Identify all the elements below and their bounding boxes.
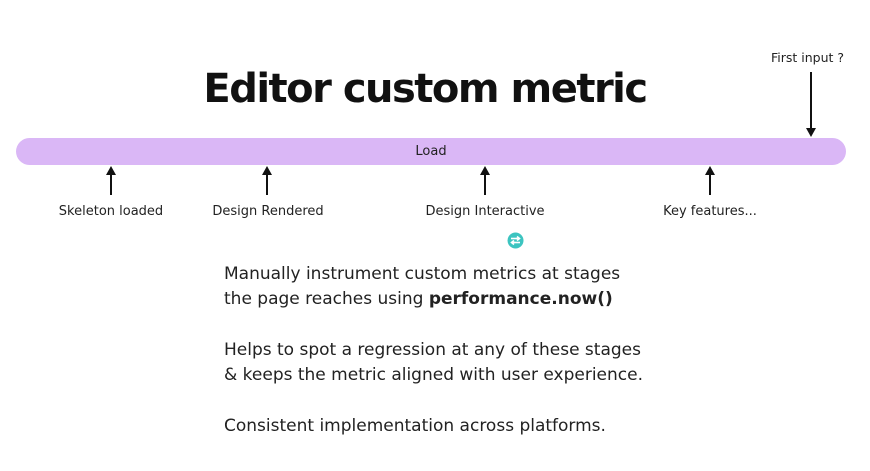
description-text: Manually instrument custom metrics at st… <box>224 262 784 465</box>
paragraph-instrumentation: Manually instrument custom metrics at st… <box>224 262 784 312</box>
up-arrow-icon <box>480 166 490 195</box>
up-arrow-icon <box>106 166 116 195</box>
up-arrow-icon <box>705 166 715 195</box>
text-line: Helps to spot a regression at any of the… <box>224 340 641 360</box>
code-text: performance.now() <box>428 289 613 309</box>
paragraph-consistency: Consistent implementation across platfor… <box>224 414 784 439</box>
down-arrow-icon <box>806 72 816 137</box>
paragraph-regression: Helps to spot a regression at any of the… <box>224 338 784 388</box>
first-input-label: First input ? <box>771 50 845 65</box>
stage-label: Skeleton loaded <box>58 204 164 219</box>
stage-label: Design Rendered <box>212 204 324 219</box>
share-icon[interactable] <box>507 232 524 249</box>
up-arrow-icon <box>262 166 272 195</box>
text-line: the page reaches using <box>224 289 429 309</box>
stage-label: Key features... <box>663 204 757 219</box>
text-line: Manually instrument custom metrics at st… <box>224 264 621 284</box>
load-bar: Load <box>16 138 846 165</box>
diagram-title: Editor custom metric <box>203 66 648 112</box>
text-line: & keeps the metric aligned with user exp… <box>224 365 643 385</box>
stage-label: Design Interactive <box>425 204 545 219</box>
text-line: Consistent implementation across platfor… <box>224 416 606 436</box>
load-bar-label: Load <box>415 144 447 159</box>
